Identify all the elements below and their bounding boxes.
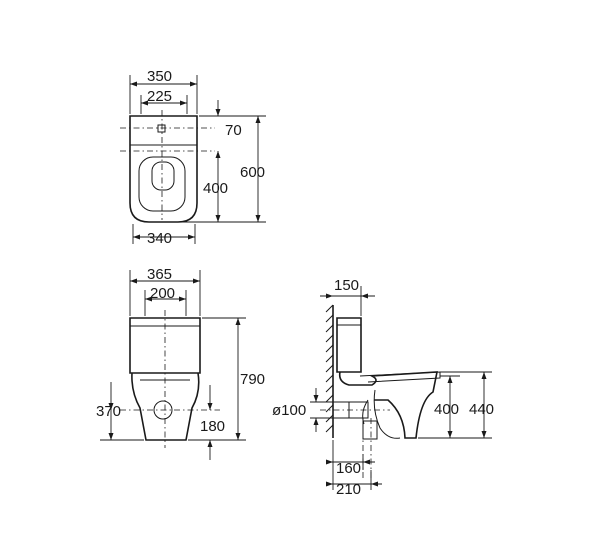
- dim-front-outlet-offset: 180: [200, 418, 225, 435]
- dim-top-inner-width: 225: [147, 88, 172, 105]
- side-view-outlet-pipe: [345, 401, 369, 419]
- dim-side-outlet-distance-2: 210: [336, 481, 361, 498]
- dim-top-bowl-length: 400: [203, 180, 228, 197]
- top-view-bowl-opening: [151, 161, 175, 191]
- dim-top-total-length: 600: [240, 164, 265, 181]
- dim-top-overall-width: 350: [147, 68, 172, 85]
- front-view-tank: [129, 317, 201, 374]
- side-view-floor-fitting: [362, 420, 378, 440]
- dim-front-tank-width: 200: [150, 285, 175, 302]
- front-view: 365 200 790 370 180: [96, 266, 265, 460]
- dim-side-rim-height: 440: [469, 401, 494, 418]
- side-view-wall: [325, 304, 334, 438]
- dim-top-bowl-width: 340: [147, 230, 172, 247]
- front-view-outlet: [153, 400, 173, 420]
- top-view-flush-button: [157, 124, 166, 133]
- dim-side-wall-offset: 150: [334, 277, 359, 294]
- dim-front-outlet-height: 370: [96, 403, 121, 420]
- dim-side-pipe-diameter: ø100: [272, 402, 306, 419]
- dim-front-height: 790: [240, 371, 265, 388]
- side-view-tank: [336, 317, 362, 373]
- side-view: 150 ø100 160 210 400 440: [272, 277, 494, 498]
- front-view-bowl: [131, 372, 200, 441]
- dim-side-seat-height: 400: [434, 401, 459, 418]
- dim-front-overall-width: 365: [147, 266, 172, 283]
- dim-side-outlet-distance-1: 160: [336, 460, 361, 477]
- side-view-bowl: [338, 371, 438, 439]
- dim-top-tank-depth: 70: [225, 122, 242, 139]
- top-view: 350 225 70 400 600 340: [120, 68, 266, 247]
- side-view-seat: [359, 371, 441, 383]
- top-view-seat: [138, 156, 186, 212]
